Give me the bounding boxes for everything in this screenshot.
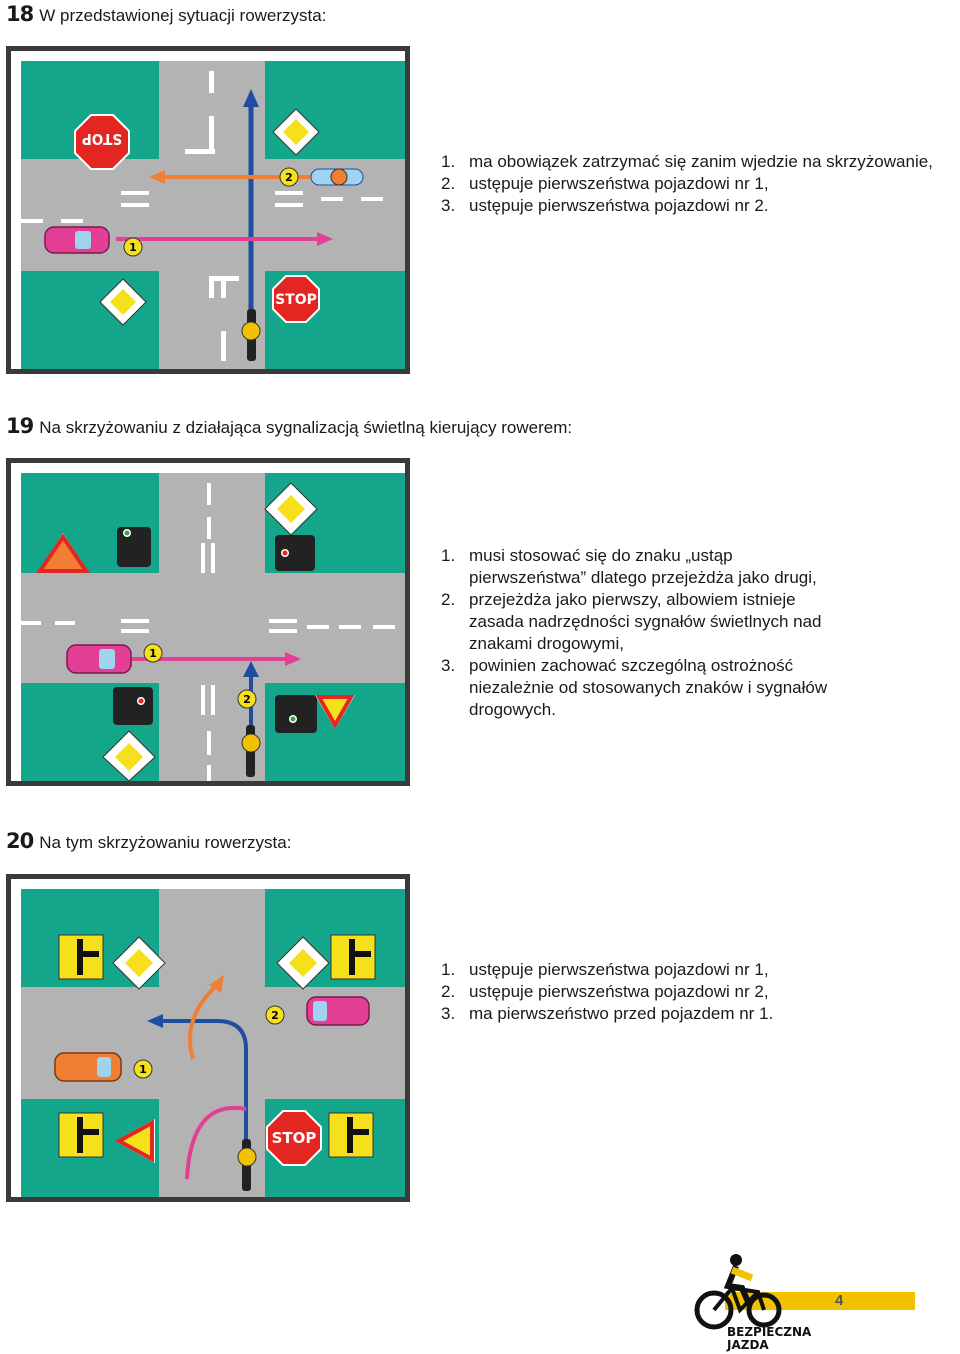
answer-option[interactable]: 1.ma obowiązek zatrzymać się zanim wjedz… [441, 152, 933, 171]
page-number: 4 [835, 1292, 844, 1309]
traffic-light-bottom-left [113, 687, 153, 725]
answers-20: 1.ustępuje pierwszeństwa pojazdowi nr 1,… [441, 959, 773, 1025]
give-way-sign-inverted [315, 695, 355, 730]
answer-option[interactable]: 2.ustępuje pierwszeństwa pojazdowi nr 1, [441, 174, 769, 193]
traffic-light-bottom-right [275, 695, 317, 733]
question-text: Na skrzyżowaniu z działająca sygnalizacj… [39, 418, 573, 437]
intersection-illustration-18: 1 2 STOP STOP [6, 46, 410, 374]
answers-19: 1.musi stosować się do znaku „ustąp pier… [441, 545, 851, 721]
vehicle-2-label: 2 [285, 171, 293, 184]
question-19-heading: 19 Na skrzyżowaniu z działająca sygnaliza… [6, 414, 572, 438]
question-18-heading: 18 W przedstawionej sytuacji rowerzysta: [6, 2, 326, 26]
answer-option[interactable]: 2.przejeżdża jako pierwszy, albowiem ist… [441, 590, 822, 653]
question-text: Na tym skrzyżowaniu rowerzysta: [39, 833, 292, 852]
vehicle-1-label: 1 [149, 647, 157, 660]
answer-option[interactable]: 3.ma pierwszeństwo przed pojazdem nr 1. [441, 1004, 774, 1023]
crossroad-priority-sign-bottom-right [328, 1112, 374, 1158]
give-way-sign [36, 533, 90, 573]
cyclist-logo-icon [694, 1254, 782, 1330]
priority-road-sign-top [272, 108, 320, 156]
traffic-light-top-right [275, 535, 315, 571]
answer-option[interactable]: 1.ustępuje pierwszeństwa pojazdowi nr 1, [441, 960, 769, 979]
stop-sign-label-bottom: STOP [275, 292, 317, 308]
give-way-sign [114, 1119, 155, 1163]
vehicle-1-label: 1 [139, 1063, 147, 1076]
question-number: 20 [6, 829, 34, 853]
answer-option[interactable]: 3.powinien zachować szczególną ostrożnoś… [441, 656, 828, 719]
traffic-light-top-left [117, 527, 151, 567]
priority-road-sign-top-right [276, 936, 330, 990]
answers-18: 1.ma obowiązek zatrzymać się zanim wjedz… [441, 151, 933, 217]
stop-sign-bottom: STOP [272, 275, 320, 323]
stop-sign-label-top: STOP [82, 130, 122, 148]
vehicle-1-label: 1 [129, 241, 137, 254]
brand-name: BEZPIECZNA JAZDA [727, 1325, 812, 1352]
stop-sign-top: STOP [74, 114, 130, 170]
stop-sign-label: STOP [272, 1129, 317, 1147]
question-number: 18 [6, 2, 34, 26]
priority-road-sign-top-left [112, 936, 166, 990]
priority-road-sign-bottom [99, 278, 147, 326]
vehicle-2-label: 2 [271, 1009, 279, 1022]
vehicle-2-label: 2 [243, 693, 251, 706]
intersection-illustration-19: 1 2 [6, 458, 410, 786]
answer-option[interactable]: 3.ustępuje pierwszeństwa pojazdowi nr 2. [441, 196, 769, 215]
question-text: W przedstawionej sytuacji rowerzysta: [39, 6, 327, 25]
priority-road-sign-bottom [102, 730, 156, 781]
crossroad-priority-sign-bottom-left [58, 1112, 104, 1158]
stop-sign: STOP [266, 1110, 322, 1166]
intersection-illustration-20: 1 2 [6, 874, 410, 1202]
answer-option[interactable]: 2.ustępuje pierwszeństwa pojazdowi nr 2, [441, 982, 769, 1001]
crossroad-priority-sign-top-right [330, 934, 376, 980]
answer-option[interactable]: 1.musi stosować się do znaku „ustąp pier… [441, 546, 817, 587]
question-20-heading: 20 Na tym skrzyżowaniu rowerzysta: [6, 829, 291, 853]
question-number: 19 [6, 414, 34, 438]
crossroad-priority-sign-top-left [58, 934, 104, 980]
